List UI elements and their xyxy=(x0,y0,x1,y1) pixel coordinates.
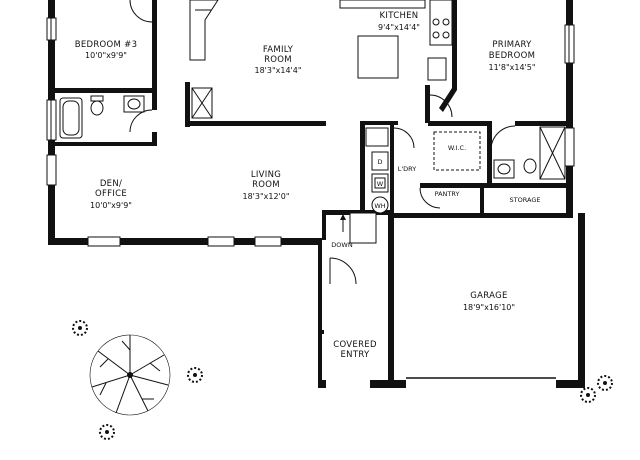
landscape xyxy=(72,320,613,440)
family-dims: 18'3"x14'4" xyxy=(254,66,301,75)
entry-name-2: ENTRY xyxy=(341,350,370,360)
large-tree xyxy=(89,334,171,416)
shrub xyxy=(72,320,88,336)
fixtures xyxy=(59,0,566,380)
laundry-name: L'DRY xyxy=(398,165,417,173)
washer-label: W xyxy=(377,180,384,188)
entry-name-1: COVERED xyxy=(333,340,377,350)
dryer-label: D xyxy=(377,158,382,166)
den-dims: 10'0"x9'9" xyxy=(90,201,132,210)
den-name-2: OFFICE xyxy=(95,189,127,199)
bedroom3-name: BEDROOM #3 xyxy=(75,40,138,50)
water-heater-label: WH xyxy=(374,202,385,210)
family-name-1: FAMILY xyxy=(263,45,294,55)
primary-dims: 11'8"x14'5" xyxy=(488,63,535,72)
windows xyxy=(46,17,575,247)
shrub xyxy=(187,367,203,383)
living-name-2: ROOM xyxy=(252,180,280,190)
dryer-icon xyxy=(371,151,389,171)
garage-dims: 18'9"x16'10" xyxy=(463,303,515,312)
kitchen-dims: 9'4"x14'4" xyxy=(378,23,420,32)
stairs-label: DOWN xyxy=(331,241,353,249)
den-name-1: DEN/ xyxy=(100,179,122,189)
pantry-name: PANTRY xyxy=(435,190,460,198)
bedroom3-dims: 10'0"x9'9" xyxy=(85,51,127,60)
shrub xyxy=(597,375,613,391)
kitchen-name: KITCHEN xyxy=(380,11,419,21)
family-name-2: ROOM xyxy=(264,55,292,65)
room-labels: BEDROOM #3 10'0"x9'9" FAMILY ROOM 18'3"x… xyxy=(75,11,541,360)
wic-name: W.I.C. xyxy=(448,144,466,152)
living-dims: 18'3"x12'0" xyxy=(242,192,289,201)
primary-name-1: PRIMARY xyxy=(492,40,532,50)
shrub xyxy=(580,387,596,403)
storage-name: STORAGE xyxy=(510,196,541,204)
primary-name-2: BEDROOM xyxy=(489,51,535,61)
water-heater-icon xyxy=(371,196,389,214)
garage-name: GARAGE xyxy=(470,291,507,301)
living-name-1: LIVING xyxy=(251,170,281,180)
shrub xyxy=(99,424,115,440)
